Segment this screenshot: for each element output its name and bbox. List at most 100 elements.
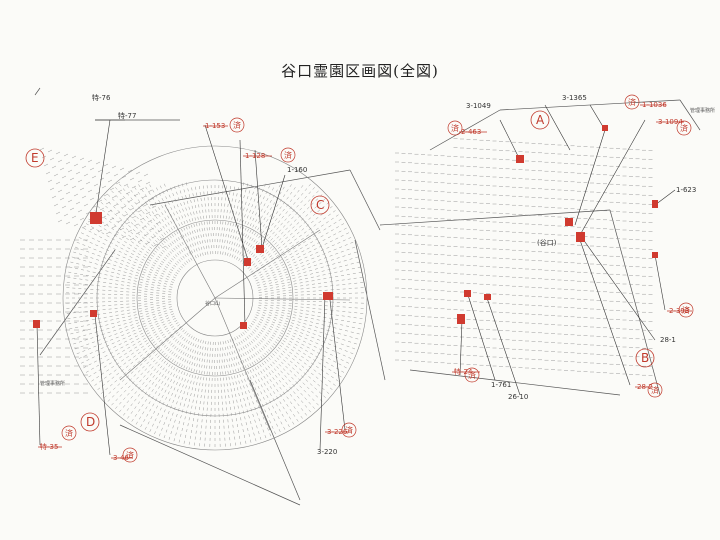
plot-row [298, 259, 302, 261]
plot-row [235, 211, 237, 215]
plot-row [339, 246, 343, 249]
plot-marker[interactable] [244, 258, 251, 266]
plot-row [153, 242, 156, 245]
plot-row [196, 369, 198, 373]
plot-label: 特-76 [92, 93, 111, 102]
plot-row [335, 379, 339, 382]
plot-row [79, 278, 83, 280]
plot-row [159, 277, 163, 280]
plot-row [186, 332, 189, 336]
plot-row [330, 217, 334, 220]
plot-row [158, 207, 161, 210]
plot-row [132, 250, 136, 253]
plot-row [97, 353, 101, 356]
plot-row [186, 373, 188, 377]
plot-row [301, 365, 305, 368]
plot-row [74, 246, 78, 249]
plot-marker[interactable] [602, 125, 608, 131]
plot-row [191, 230, 194, 234]
plot-row [313, 329, 317, 332]
plot-row [128, 225, 131, 228]
plot-marker[interactable] [240, 322, 247, 329]
plot-row [55, 211, 61, 215]
plot-row [157, 246, 161, 249]
plot-row [248, 243, 251, 246]
plot-marker[interactable] [484, 294, 491, 300]
plot-row [277, 336, 281, 340]
plot-row [196, 229, 198, 233]
plot-row [343, 334, 347, 337]
plot-row [176, 347, 179, 351]
plot-row [239, 238, 242, 242]
plot-row [224, 346, 226, 350]
plot-row [303, 271, 307, 273]
plot-row [269, 284, 273, 287]
plot-row [160, 275, 164, 277]
plot-row [295, 212, 298, 215]
plot-row [137, 327, 141, 330]
plot-row [259, 194, 262, 198]
plot-row [291, 322, 294, 324]
plot-row [255, 219, 258, 223]
plot-marker[interactable] [323, 292, 333, 300]
plot-marker[interactable] [90, 212, 102, 224]
plot-row [107, 245, 111, 248]
plot-row [252, 331, 255, 334]
plot-marker[interactable] [652, 200, 658, 208]
plot-row [109, 209, 113, 213]
plot-row [257, 333, 261, 337]
plot-row [132, 329, 136, 332]
plot-marker[interactable] [90, 310, 97, 317]
plot-row [294, 238, 297, 241]
plot-row [189, 435, 191, 439]
plot-row [335, 341, 339, 344]
plot-row [95, 349, 99, 352]
plot-row [285, 365, 288, 369]
plot-row [91, 237, 95, 240]
plot-row [160, 319, 164, 321]
plot-row [133, 314, 137, 316]
plot-row [176, 388, 179, 392]
plot-row [296, 204, 299, 208]
plot-row [341, 223, 345, 226]
plot-row [253, 239, 256, 243]
plot-marker[interactable] [652, 252, 658, 258]
plot-marker[interactable] [33, 320, 40, 328]
plot-row [146, 361, 149, 365]
plot-row [67, 169, 73, 173]
plot-row [337, 352, 341, 354]
plot-row [109, 187, 115, 191]
plot-row [285, 320, 289, 323]
plot-row [194, 205, 197, 209]
plot-marker[interactable] [464, 290, 471, 297]
plot-row [186, 360, 189, 364]
plot-row [311, 362, 314, 365]
plot-row [238, 244, 241, 248]
plot-marker[interactable] [565, 218, 573, 226]
plot-row [76, 241, 80, 244]
plot-row [305, 313, 309, 315]
plot-row [280, 421, 283, 425]
plot-row [192, 349, 194, 353]
seal-glyphs: 済 済 済 済 済 済 済 済 済 済 済 [65, 97, 690, 460]
plot-row [265, 272, 269, 275]
plot-marker[interactable] [516, 155, 524, 163]
plot-row [282, 225, 286, 228]
plot-marker[interactable] [256, 245, 264, 253]
plot-row [154, 209, 158, 212]
plot-row [338, 363, 342, 366]
plot-row [255, 240, 258, 244]
plot-row [90, 337, 94, 339]
plot-row [247, 364, 250, 368]
plot-row [300, 262, 304, 264]
plot-marker[interactable] [576, 232, 585, 242]
plot-row [250, 333, 253, 336]
plot-row [140, 279, 144, 281]
plot-row [142, 382, 145, 385]
plot-row [157, 363, 160, 367]
plot-row [329, 387, 333, 390]
plot-marker[interactable] [457, 314, 465, 324]
plot-row [346, 321, 350, 323]
plot-row [276, 268, 280, 271]
plot-row [99, 250, 102, 253]
